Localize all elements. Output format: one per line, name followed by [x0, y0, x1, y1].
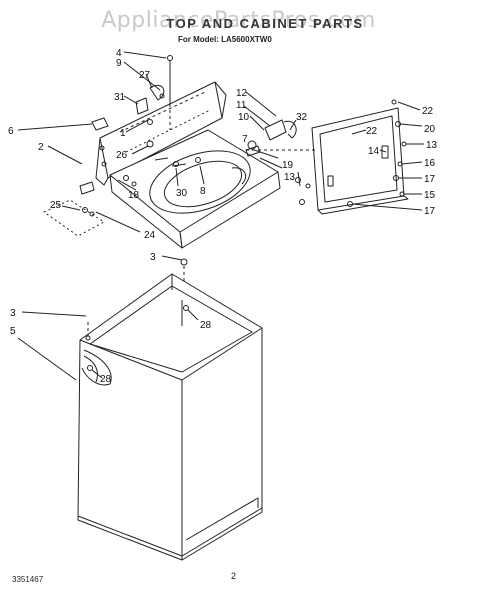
callout-31: 31 [114, 92, 126, 103]
callout-2: 2 [38, 142, 44, 153]
callout-3-lower: 3 [10, 308, 16, 319]
callout-labels: 4 9 27 31 6 1 2 26 25 18 30 8 24 12 11 1… [8, 48, 438, 385]
callout-17-upper: 17 [424, 174, 436, 185]
callout-7: 7 [242, 134, 248, 145]
callout-6: 6 [8, 126, 14, 137]
callout-16: 16 [424, 158, 436, 169]
callout-20: 20 [424, 124, 436, 135]
callout-32: 32 [296, 112, 308, 123]
callout-22-upper: 22 [422, 106, 434, 117]
model-subtitle: For Model: LA5600XTW0 [178, 35, 272, 44]
callout-3-upper: 3 [150, 252, 156, 263]
hinge-parts [245, 119, 297, 157]
callout-28-lower: 28 [100, 374, 112, 385]
callout-14: 14 [368, 146, 380, 157]
callout-10: 10 [238, 112, 250, 123]
callout-11: 11 [236, 100, 247, 111]
callout-1: 1 [120, 128, 126, 139]
callout-28-upper: 28 [200, 320, 212, 331]
callout-18: 18 [128, 190, 140, 201]
page-number: 2 [231, 571, 237, 581]
leader-lines [17, 51, 424, 381]
phantom-lines [87, 104, 318, 336]
washer-top [109, 129, 281, 249]
callout-25: 25 [50, 200, 62, 211]
callout-30: 30 [176, 188, 188, 199]
document-number: 3351467 [12, 575, 44, 584]
callout-17-lower: 17 [424, 206, 436, 217]
callout-9: 9 [116, 58, 122, 69]
callout-26: 26 [116, 150, 128, 161]
callout-22-lower: 22 [366, 126, 378, 137]
callout-19: 19 [282, 160, 294, 171]
callout-13-right: 13 [426, 140, 438, 151]
callout-12: 12 [236, 88, 248, 99]
callout-27: 27 [139, 70, 151, 81]
callout-24: 24 [144, 230, 156, 241]
cabinet [77, 258, 263, 561]
callout-15: 15 [424, 190, 436, 201]
console-panel [95, 81, 227, 186]
callout-13-left: 13 [284, 172, 296, 183]
diagram-title: TOP AND CABINET PARTS [166, 16, 364, 31]
callout-8: 8 [200, 186, 206, 197]
callout-4: 4 [116, 48, 122, 59]
callout-5: 5 [10, 326, 16, 337]
watermark: AppliancePartsPros.com [101, 8, 376, 33]
lid-frame [311, 107, 409, 215]
